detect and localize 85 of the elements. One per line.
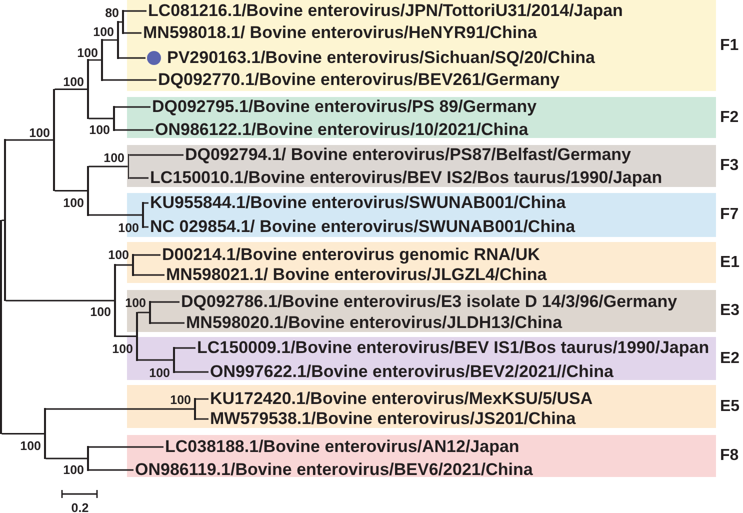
branch-line [138,312,150,314]
branch-line [54,190,88,192]
sequence-label: PV290163.1/Bovine enterovirus/Sichuan/SQ/20/China [167,49,596,67]
bootstrap-value: 100 [63,463,84,477]
sequence-label: DQ092786.1/Bovine enterovirus/E3 isolate D 14/3/96/Germany [181,293,678,311]
clade-label: F2 [720,108,739,126]
sequence-label: ON986122.1/Bovine enterovirus/10/2021/China [155,121,528,139]
branch-line [118,57,146,59]
clade-label: F3 [720,157,739,175]
clade-label: E5 [720,398,740,416]
branch-line [150,322,184,324]
clade-label: F8 [720,447,739,465]
clade-label: E3 [720,302,740,320]
branch-line [102,79,156,81]
branch-line [150,301,180,303]
sequence-label: LC150009.1/Bovine enterovirus/BEV IS1/Bos taurus/1990/Japan [197,339,710,357]
branch-line [174,371,208,373]
sequence-label: MN598018.1/ Bovine enterovirus/HeNYR91/China [143,24,537,42]
sequence-label: MN598020.1/Bovine enterovirus/JLDH13/China [186,314,562,332]
branch-line [196,418,208,420]
sequence-label: KU955844.1/Bovine enterovirus/SWUNAB001/China [150,194,566,212]
bootstrap-value: 100 [29,126,50,140]
clade-label: F7 [720,206,739,224]
branch-line [88,118,114,120]
branch-line [138,359,174,361]
branch-line [144,226,148,228]
branch-line [2,433,44,434]
clade-label: F1 [720,36,739,54]
branch-line [129,154,184,156]
sequence-label: ON986119.1/Bovine enterovirus/BEV6/2021/China [135,461,533,479]
sequence-label: NC 029854.1/ Bovine enterovirus/SWUNAB001/China [150,218,576,236]
bootstrap-value: 100 [77,46,98,60]
bootstrap-value: 100 [90,305,111,319]
sequence-label: LC081216.1/Bovine enterovirus/JPN/TottoriU31/2014/Japan [148,2,623,20]
branch-line [116,264,132,266]
clade-label: E1 [720,254,740,272]
branch-line [88,446,164,448]
branch-line [134,254,160,256]
sequence-label: MW579538.1/Bovine enterovirus/JS201/China [210,410,576,428]
sequence-label: D00214.1/Bovine enterovirus genomic RNA/UK [162,246,540,264]
branch-line [124,32,142,34]
sequence-label: MN598021.1/ Bovine enterovirus/JLGZL4/China [166,266,547,284]
sequence-label: ON997622.1/Bovine enterovirus/BEV2/2021//China [210,363,614,381]
bootstrap-value: 100 [104,151,124,165]
bootstrap-value: 100 [125,296,146,310]
branch-line [114,129,154,131]
clade-label: E2 [720,350,740,368]
branch-line [6,300,114,302]
bootstrap-value: 100 [108,248,129,262]
branch-line [88,469,134,471]
bootstrap-value: 100 [118,221,139,235]
branch-line [196,398,208,400]
branch-line [46,408,194,410]
branch-line [114,106,150,108]
branch-line [6,139,54,141]
sequence-label: LC038188.1/Bovine enterovirus/AN12/Japan [165,438,520,456]
bootstrap-value: 100 [170,393,191,407]
sequence-label: DQ092795.1/Bovine enterovirus/PS 89/Germany [152,98,537,116]
bootstrap-value: 100 [149,366,170,380]
branch-line [2,220,4,222]
sequence-label: DQ092794.1/ Bovine enterovirus/PS87/Belfast/Germany [185,146,631,164]
branch-line [124,10,146,12]
bootstrap-value: 100 [93,25,114,39]
branch-line [118,21,122,23]
bootstrap-value: 100 [63,75,84,89]
bootstrap-value: 100 [112,342,133,356]
bootstrap-value: 100 [20,439,41,453]
branch-line [102,39,118,41]
branch-line [174,347,196,349]
bootstrap-value: 80 [105,6,119,20]
branch-line [134,274,164,276]
scale-label: 0.2 [71,501,89,513]
branch-line [144,202,148,204]
branch-line [46,458,88,460]
bootstrap-value: 100 [89,123,110,137]
sequence-label: LC150010.1/Bovine enterovirus/BEV IS2/Bos taurus/1990/Japan [150,169,662,187]
branch-line [116,336,136,337]
branch-line [88,214,142,216]
sequence-label: KU172420.1/Bovine enterovirus/MexKSU/5/USA [210,390,593,408]
branch-line [129,177,148,179]
branch-line [54,88,88,90]
bootstrap-value: 100 [63,196,84,210]
branch-line [88,166,128,168]
sequence-label: DQ092770.1/Bovine enterovirus/BEV261/Germany [158,71,560,89]
branch-line [88,59,102,61]
